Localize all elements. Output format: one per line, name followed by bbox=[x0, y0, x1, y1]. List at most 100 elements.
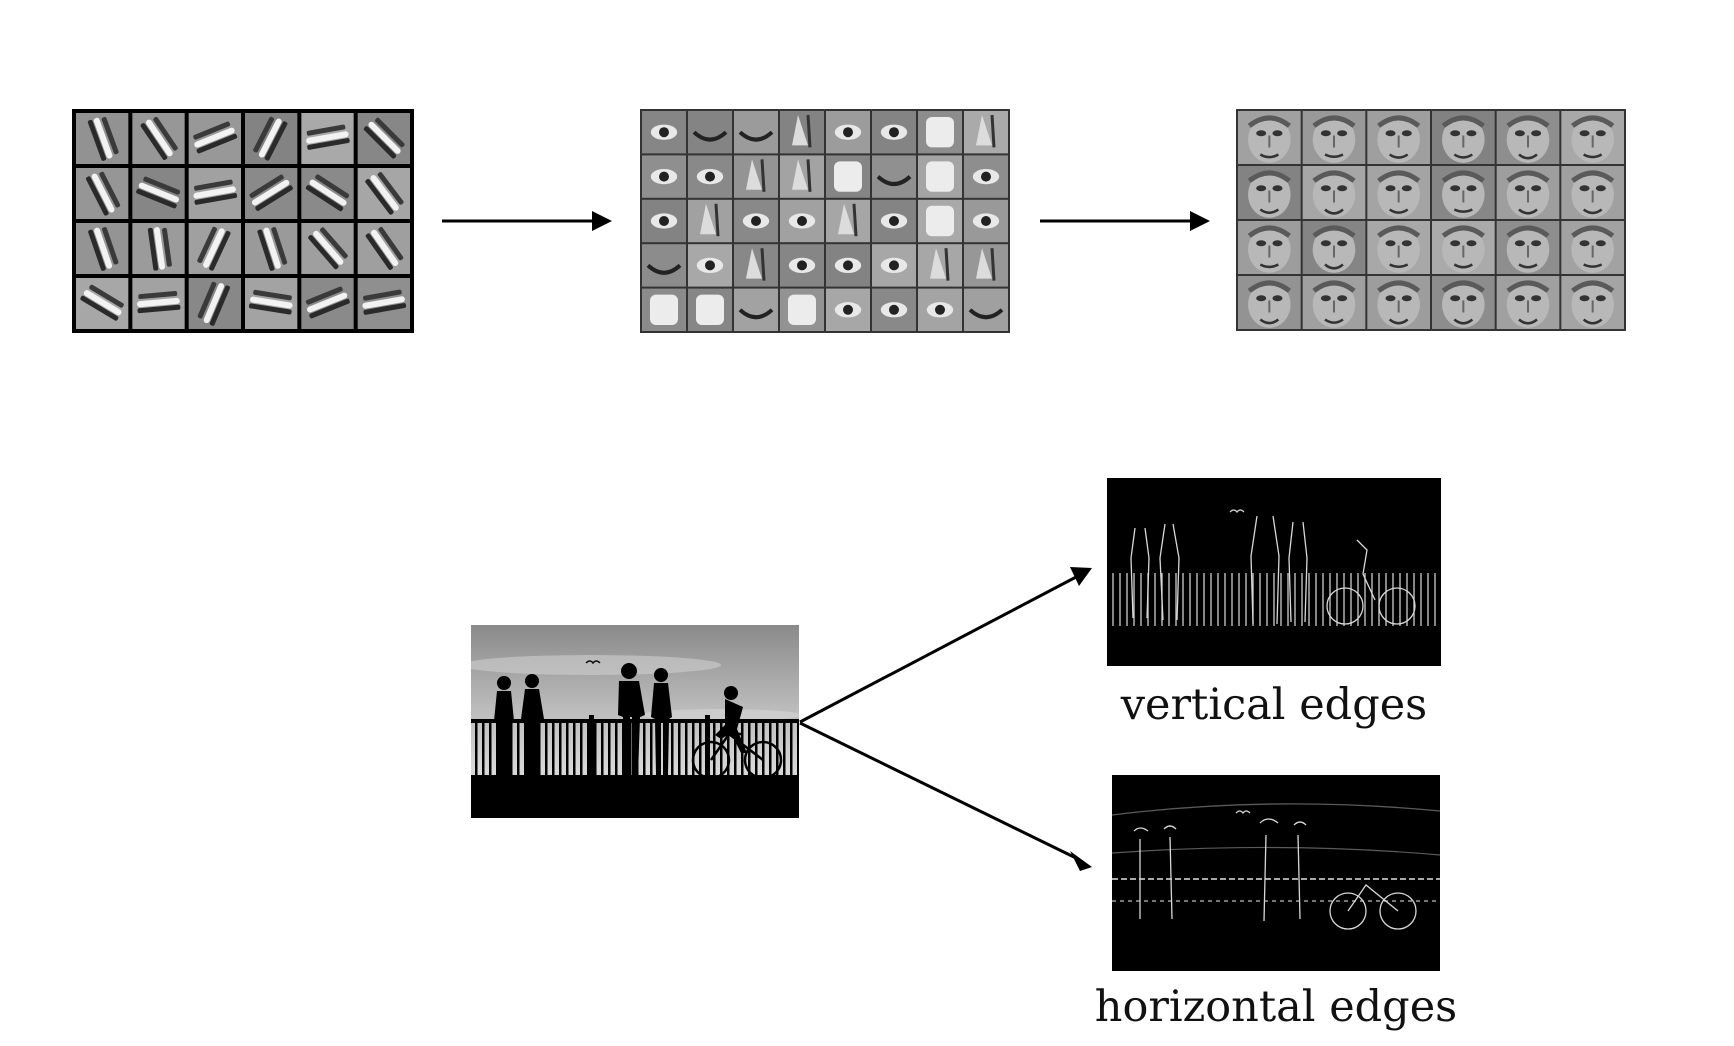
grid-tile bbox=[964, 199, 1008, 243]
grid-tile bbox=[918, 244, 962, 287]
grid-tile bbox=[780, 155, 824, 198]
grid-tile bbox=[132, 223, 185, 274]
grid-tile bbox=[1561, 221, 1624, 274]
grid-tile bbox=[964, 155, 1008, 198]
grid-tile bbox=[826, 111, 870, 154]
grid-tile bbox=[245, 223, 298, 274]
grid-tile bbox=[1432, 276, 1495, 329]
grid-tile bbox=[1496, 166, 1560, 219]
grid-tile bbox=[1238, 276, 1301, 329]
grid-tile bbox=[826, 155, 870, 198]
grid-tile bbox=[301, 113, 354, 164]
grid-tile bbox=[1496, 276, 1560, 329]
grid-tile bbox=[357, 223, 410, 274]
grid-tile bbox=[1561, 166, 1624, 219]
grid-tile bbox=[642, 111, 686, 154]
arrow-to-vertical-edges bbox=[790, 562, 1100, 732]
arrow-to-horizontal-edges bbox=[790, 715, 1100, 875]
grid-tile bbox=[1561, 276, 1624, 329]
grid-tile bbox=[780, 199, 824, 243]
grid-tile bbox=[1238, 111, 1301, 164]
arrow-edges-to-parts bbox=[442, 208, 614, 234]
grid-tile bbox=[188, 113, 241, 164]
grid-tile bbox=[301, 278, 354, 329]
grid-tile bbox=[132, 113, 185, 164]
grid-tile bbox=[780, 244, 824, 287]
grid-tile bbox=[688, 111, 732, 154]
grid-tile bbox=[964, 244, 1008, 287]
grid-tile bbox=[642, 199, 686, 243]
grid-tile bbox=[188, 168, 241, 219]
grid-tile bbox=[964, 111, 1008, 154]
grid-tile bbox=[1302, 276, 1366, 329]
grid-tile bbox=[132, 168, 185, 219]
horizontal-edges-caption: horizontal edges bbox=[1094, 982, 1458, 1032]
grid-tile bbox=[76, 113, 129, 164]
grid-tile bbox=[76, 278, 129, 329]
grid-tile bbox=[1367, 166, 1430, 219]
grid-tile bbox=[734, 288, 778, 331]
grid-tile bbox=[1238, 221, 1301, 274]
grid-tile bbox=[642, 288, 686, 331]
grid-tile bbox=[357, 113, 410, 164]
grid-tile bbox=[245, 278, 298, 329]
grid-tile bbox=[780, 288, 824, 331]
grid-tile bbox=[188, 278, 241, 329]
grid-tile bbox=[688, 244, 732, 287]
grid-tile bbox=[1496, 221, 1560, 274]
vertical-edges-caption: vertical edges bbox=[1120, 680, 1428, 730]
grid-tile bbox=[918, 199, 962, 243]
grid-tile bbox=[1432, 221, 1495, 274]
grid-tile bbox=[1432, 111, 1495, 164]
grid-tile bbox=[132, 278, 185, 329]
grid-tile bbox=[642, 244, 686, 287]
grid-tile bbox=[872, 155, 916, 198]
grid-tile bbox=[734, 111, 778, 154]
grid-tile bbox=[688, 155, 732, 198]
grid-tile bbox=[872, 244, 916, 287]
grid-tile bbox=[245, 113, 298, 164]
grid-tile bbox=[918, 111, 962, 154]
grid-tile bbox=[918, 155, 962, 198]
grid-tile bbox=[872, 288, 916, 331]
grid-tile bbox=[188, 223, 241, 274]
grid-tile bbox=[964, 288, 1008, 331]
grid-tile bbox=[1367, 276, 1430, 329]
grid-tile bbox=[734, 244, 778, 287]
grid-tile bbox=[1302, 221, 1366, 274]
grid-tile bbox=[76, 168, 129, 219]
grid-tile bbox=[780, 111, 824, 154]
grid-tile bbox=[1561, 111, 1624, 164]
grid-tile bbox=[301, 168, 354, 219]
grid-tile bbox=[688, 199, 732, 243]
grid-tile bbox=[1238, 166, 1301, 219]
grid-tile bbox=[1496, 111, 1560, 164]
grid-tile bbox=[918, 288, 962, 331]
grid-tile bbox=[76, 223, 129, 274]
grid-tile bbox=[872, 199, 916, 243]
grid-tile bbox=[872, 111, 916, 154]
arrow-parts-to-faces bbox=[1040, 208, 1212, 234]
grid-tile bbox=[357, 168, 410, 219]
grid-tile bbox=[826, 199, 870, 243]
grid-tile bbox=[688, 288, 732, 331]
grid-tile bbox=[734, 155, 778, 198]
grid-tile bbox=[1302, 111, 1366, 164]
face-templates-grid bbox=[1236, 109, 1626, 331]
grid-tile bbox=[826, 244, 870, 287]
grid-tile bbox=[826, 288, 870, 331]
horizontal-edges-image bbox=[1112, 775, 1440, 971]
grid-tile bbox=[357, 278, 410, 329]
grid-tile bbox=[1367, 111, 1430, 164]
edge-filters-grid bbox=[72, 109, 414, 333]
grid-tile bbox=[642, 155, 686, 198]
input-silhouette-image bbox=[471, 625, 799, 818]
grid-tile bbox=[245, 168, 298, 219]
grid-tile bbox=[1367, 221, 1430, 274]
grid-tile bbox=[301, 223, 354, 274]
grid-tile bbox=[1432, 166, 1495, 219]
grid-tile bbox=[734, 199, 778, 243]
grid-tile bbox=[1302, 166, 1366, 219]
vertical-edges-image bbox=[1107, 478, 1441, 666]
face-parts-grid bbox=[640, 109, 1010, 333]
